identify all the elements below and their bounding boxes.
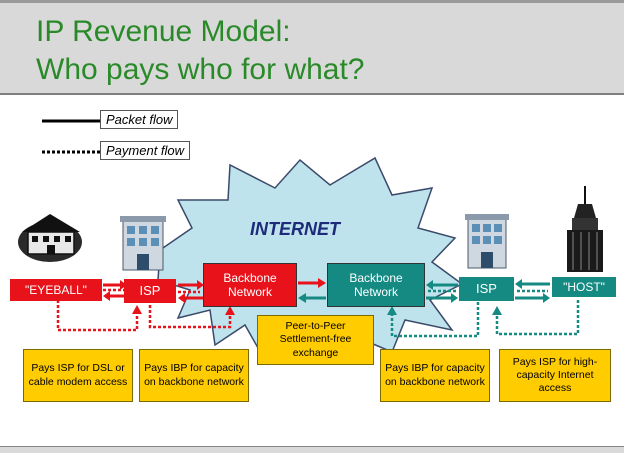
note-isp-right-pays: Pays IBP for capacity on backbone networ… — [380, 349, 490, 402]
note-peering: Peer-to-Peer Settlement-free exchange — [257, 315, 374, 365]
bottom-bar — [0, 446, 624, 453]
payment-flow-left — [103, 288, 200, 294]
title-bar: IP Revenue Model: Who pays who for what? — [0, 0, 624, 95]
skyscraper-icon — [567, 186, 603, 272]
payment-arrowhead — [387, 306, 397, 315]
note-isp-left-pays: Pays IBP for capacity on backbone networ… — [139, 349, 249, 402]
backbone-left-node: Backbone Network — [203, 263, 297, 307]
payment-route-host-to-isp — [495, 300, 580, 336]
payment-route-eyeball-to-isp — [56, 300, 139, 332]
legend-payment-flow: Payment flow — [100, 141, 191, 160]
isp-right-node: ISP — [459, 277, 514, 301]
packet-flow-right — [426, 279, 550, 303]
legend-packet-flow: Packet flow — [100, 110, 179, 129]
internet-label: INTERNET — [250, 219, 340, 239]
isp-left-node: ISP — [124, 279, 176, 303]
office-building-icon — [120, 216, 166, 271]
payment-route-isp-to-backbone-right — [390, 302, 480, 338]
title-line-2: Who pays who for what? — [36, 53, 365, 86]
payment-arrowhead — [132, 305, 142, 314]
note-eyeball-pays: Pays ISP for DSL or cable modem access — [23, 349, 133, 402]
eyeball-node: "EYEBALL" — [10, 279, 102, 301]
title-line-1: IP Revenue Model: — [36, 15, 291, 48]
backbone-right-node: Backbone Network — [327, 263, 425, 307]
payment-route-isp-to-backbone — [148, 305, 232, 329]
note-host-pays: Pays ISP for high-capacity Internet acce… — [499, 349, 611, 402]
payment-arrowhead — [225, 306, 235, 315]
house-icon — [18, 214, 82, 262]
host-node: "HOST" — [551, 276, 617, 298]
backbone-exchange-arrows — [298, 278, 326, 303]
office-building-icon — [465, 214, 509, 269]
payment-arrowhead — [492, 306, 502, 315]
packet-flow-left — [103, 280, 204, 303]
